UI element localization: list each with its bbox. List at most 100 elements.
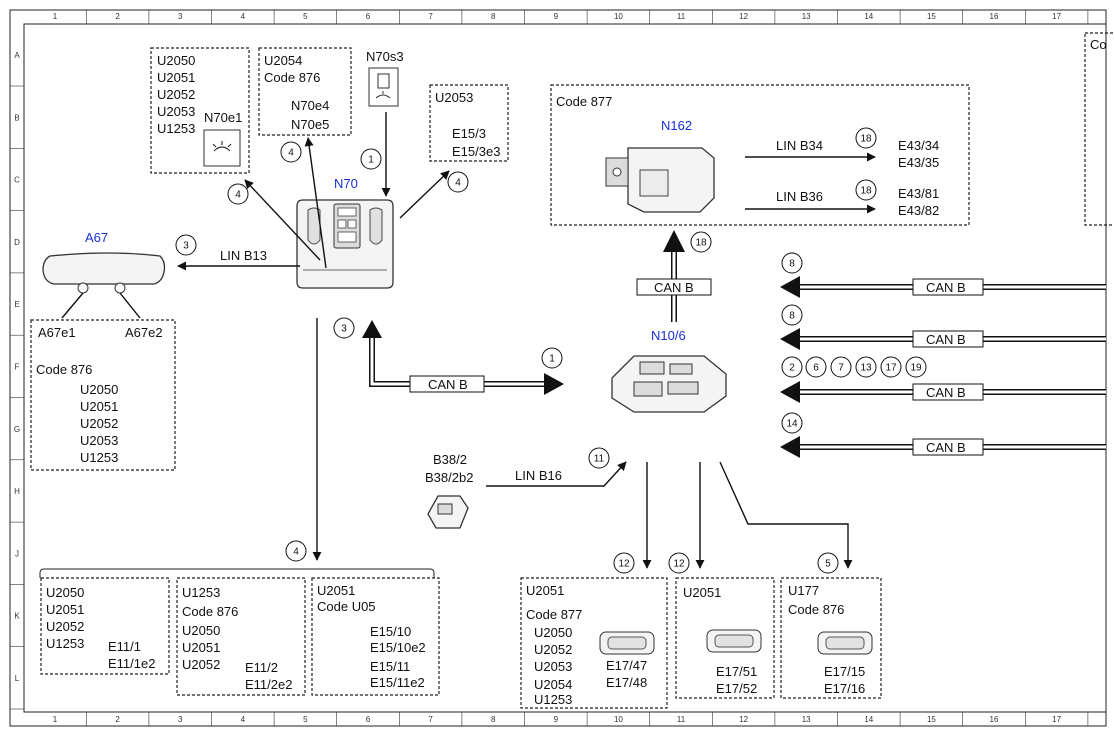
code-line: Code 876 xyxy=(264,70,320,85)
reference-marker: 4 xyxy=(227,183,249,205)
code-box-n70e1: U2050 U2051 U2052 U2053 U1253 N70e1 xyxy=(150,47,250,174)
component-label-a67e1: A67e1 xyxy=(38,325,76,340)
component-label: E15/11 xyxy=(370,659,410,674)
reference-marker: 18 xyxy=(855,179,877,201)
grid-labels: 1122334455667788991010111112121313141415… xyxy=(10,10,1089,726)
reference-marker: 8 xyxy=(781,252,803,274)
grid-col-bottom: 10 xyxy=(614,715,623,724)
code-line: U2051 xyxy=(182,640,220,655)
grid-col-top: 12 xyxy=(739,12,748,21)
reference-marker: 6 xyxy=(805,356,827,378)
grid-col-top: 7 xyxy=(428,12,433,21)
signal-line xyxy=(244,179,321,261)
component-label-n70s3: N70s3 xyxy=(366,49,404,64)
can-bus-right-1: CAN B xyxy=(780,276,1106,298)
component-label: E11/1e2 xyxy=(108,656,155,671)
bus-label-lin-b34: LIN B34 xyxy=(776,138,823,153)
can-bus-right-3: CAN B xyxy=(780,381,1106,403)
code-line: Code 876 xyxy=(788,602,844,617)
code-line: U1253 xyxy=(80,450,118,465)
mirror-a67: A67 A67e1 A67e2 xyxy=(38,230,166,340)
reference-marker: 4 xyxy=(447,171,469,193)
component-label: E17/16 xyxy=(824,681,865,696)
grid-col-bottom: 6 xyxy=(366,715,371,724)
lamp-icon xyxy=(212,141,232,152)
code-line: U2052 xyxy=(182,657,220,672)
code-line: U2051 xyxy=(317,583,355,598)
grid-col-top: 13 xyxy=(802,12,811,21)
code-line: U2052 xyxy=(157,87,195,102)
reference-marker: 1 xyxy=(541,347,563,369)
component-label: E15/3 xyxy=(452,126,486,141)
component-label: E11/1 xyxy=(108,639,141,654)
reference-marker: 3 xyxy=(333,317,355,339)
bus-label-can-b: CAN B xyxy=(654,280,694,295)
component-label: N70e4 xyxy=(291,98,329,113)
code-line: U2050 xyxy=(80,382,118,397)
control-panel-n70: N70 xyxy=(296,176,394,289)
code-line: U1253 xyxy=(534,692,572,707)
reference-marker-label: 2 xyxy=(789,363,795,374)
code-line: Code U05 xyxy=(317,599,376,614)
code-line: U2053 xyxy=(80,433,118,448)
grid-row: A xyxy=(14,51,20,60)
reference-marker: 11 xyxy=(588,447,610,469)
reference-marker: 13 xyxy=(855,356,877,378)
bus-label-can-b: CAN B xyxy=(926,332,966,347)
code-box-e15-3: U2053 E15/3 E15/3e3 xyxy=(429,84,509,162)
reference-marker: 12 xyxy=(613,552,635,574)
grid-col-top: 9 xyxy=(554,12,559,21)
code-line: Code 877 xyxy=(526,607,582,622)
reference-marker: 7 xyxy=(830,356,852,378)
code-line: U2053 xyxy=(435,90,473,105)
component-label-a67e2: A67e2 xyxy=(125,325,163,340)
grid-row: J xyxy=(15,549,19,558)
reference-marker-label: 1 xyxy=(549,354,555,365)
grid-col-top: 10 xyxy=(614,12,623,21)
reference-marker-label: 4 xyxy=(455,178,461,189)
reference-marker: 5 xyxy=(817,552,839,574)
signal-line xyxy=(719,461,853,569)
reference-marker-label: 18 xyxy=(860,134,872,145)
code-line: U2052 xyxy=(534,642,572,657)
reference-marker-label: 12 xyxy=(618,559,630,570)
component-label-n70e1: N70e1 xyxy=(204,110,242,125)
component-label: E15/11e2 xyxy=(370,675,425,690)
grid-col-top: 16 xyxy=(990,12,999,21)
grid-col-bottom: 17 xyxy=(1052,715,1061,724)
grid-col-bottom: 5 xyxy=(303,715,308,724)
grid-col-bottom: 12 xyxy=(739,715,748,724)
reference-marker-label: 12 xyxy=(673,559,685,570)
grid-col-bottom: 9 xyxy=(554,715,559,724)
can-bus-n162: CAN B xyxy=(636,230,712,322)
code-line: Code 876 xyxy=(182,604,238,619)
grid-col-top: 8 xyxy=(491,12,496,21)
component-label: E17/51 xyxy=(716,664,757,679)
code-line: U2052 xyxy=(80,416,118,431)
code-line: U1253 xyxy=(157,121,195,136)
reference-marker: 1 xyxy=(360,148,382,170)
component-label-n162: N162 xyxy=(661,118,692,133)
component-label: E15/10 xyxy=(370,624,411,639)
reference-marker-label: 6 xyxy=(813,363,819,374)
grid-col-bottom: 1 xyxy=(53,715,58,724)
grid-col-top: 11 xyxy=(677,12,686,21)
code-line: U1253 xyxy=(182,585,220,600)
reference-marker: 17 xyxy=(880,356,902,378)
signal-line xyxy=(304,137,327,269)
reference-marker-label: 19 xyxy=(910,363,922,374)
code-line: U2051 xyxy=(157,70,195,85)
code-line: U2051 xyxy=(683,585,721,600)
code-line: U2050 xyxy=(46,585,84,600)
component-label: E11/2 xyxy=(245,660,278,675)
grid-col-bottom: 14 xyxy=(864,715,873,724)
grid-col-top: 15 xyxy=(927,12,936,21)
component-label: E43/82 xyxy=(898,203,939,218)
component-label: E17/15 xyxy=(824,664,865,679)
grid-row: C xyxy=(14,176,20,185)
bus-label-lin-b36: LIN B36 xyxy=(776,189,823,204)
reference-marker-label: 4 xyxy=(235,190,241,201)
reference-marker-label: 17 xyxy=(885,363,897,374)
